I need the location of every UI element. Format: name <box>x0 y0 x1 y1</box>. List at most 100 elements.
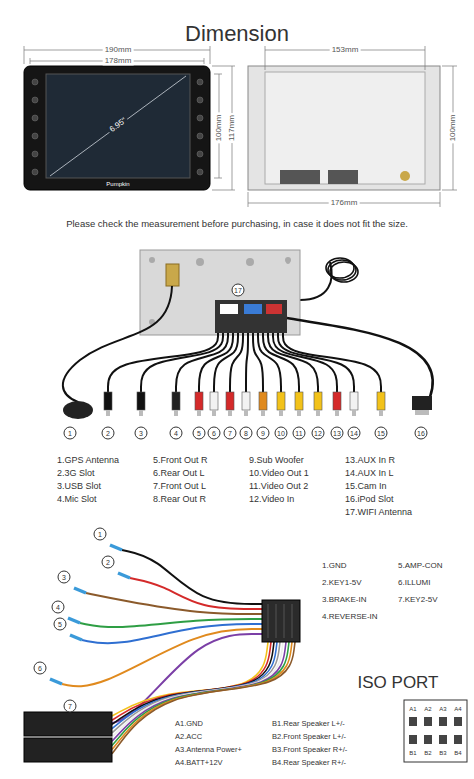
part-name: 17.WIFI Antenna <box>345 507 412 517</box>
pin-name: 4.REVERSE-IN <box>322 612 378 621</box>
callout-number: 14 <box>348 427 361 440</box>
iso-pin <box>424 717 432 726</box>
wire <box>122 550 262 604</box>
dimension: 100mm <box>448 113 457 144</box>
wire <box>112 642 286 741</box>
iso-plug <box>24 738 112 762</box>
callout-number: 2 <box>102 556 115 569</box>
head-unit-front <box>24 66 210 190</box>
plug <box>295 392 303 410</box>
port-title: ISO PORT <box>358 673 439 693</box>
pin-name: B3.Front Speaker R+/- <box>272 746 347 755</box>
wire-terminal <box>118 573 130 578</box>
callout-number: 1 <box>94 528 107 541</box>
pin-label: A1 <box>409 706 416 713</box>
part-name: 8.Rear Out R <box>153 494 206 504</box>
iso-pin <box>409 717 417 726</box>
iso-pin <box>439 717 447 726</box>
callout-number: 10 <box>275 427 288 440</box>
dimension: 117mm <box>227 113 236 143</box>
part-name: 7.Front Out L <box>153 481 206 491</box>
plug-tip <box>244 410 248 416</box>
plug-tip <box>106 410 110 416</box>
cable <box>141 333 223 392</box>
callout-number: 9 <box>257 427 270 440</box>
wire-terminal <box>74 588 86 593</box>
part-name: 15.Cam In <box>345 481 387 491</box>
chassis-panel <box>265 72 425 184</box>
callout-number: 5 <box>54 618 67 631</box>
pin-name: A2.ACC <box>175 733 202 742</box>
pin-name: A4.BATT+12V <box>175 759 223 768</box>
rear-connector <box>280 170 320 184</box>
wire <box>86 593 262 614</box>
iso-pin <box>409 735 417 744</box>
part-name: 16.iPod Slot <box>345 494 394 504</box>
dimension: 176mm <box>329 198 360 207</box>
connector-ridges <box>268 604 292 638</box>
pin-name: B2.Front Speaker L+/- <box>272 733 346 742</box>
iso-plug <box>24 712 112 736</box>
plug-tip <box>197 410 201 416</box>
plug-tip <box>212 410 216 416</box>
plug <box>137 392 145 410</box>
cable <box>230 333 243 392</box>
dimension-lines <box>248 46 457 207</box>
harness-connector <box>262 600 300 642</box>
pin-label: B4 <box>454 750 461 757</box>
wire-terminal <box>70 635 82 640</box>
brand-logo: Pumpkin <box>106 181 129 188</box>
plug-tip <box>379 410 383 416</box>
ipod-plug <box>412 396 432 410</box>
part-name: 10.Video Out 1 <box>249 468 309 478</box>
cable <box>199 333 233 392</box>
plug <box>277 392 285 410</box>
part-name: 11.Video Out 2 <box>249 481 308 491</box>
iso-pin <box>454 717 462 726</box>
wire <box>112 642 295 754</box>
wire <box>80 619 262 627</box>
gps-socket <box>166 264 179 286</box>
part-name: 1.GPS Antenna <box>57 455 119 465</box>
plug <box>333 392 341 410</box>
wire <box>112 642 268 716</box>
callout-number: 7 <box>224 427 237 440</box>
plug-tip <box>228 410 232 416</box>
pin-name: A3.Antenna Power+ <box>175 746 242 755</box>
pin-name: 1.GND <box>322 561 346 570</box>
wire <box>112 642 292 750</box>
wiring-picture <box>63 250 433 419</box>
part-name: 9.Sub Woofer <box>249 455 304 465</box>
wire-terminal <box>68 618 80 623</box>
callout-number: 3 <box>135 427 148 440</box>
plug <box>314 392 322 410</box>
plug <box>172 392 180 410</box>
pin-name: 6.ILLUMI <box>398 578 430 587</box>
front-view <box>24 46 235 190</box>
wire <box>92 634 262 724</box>
cables <box>104 333 385 416</box>
plug <box>195 392 203 410</box>
cable <box>278 333 354 392</box>
part-name: 14.AUX In L <box>345 468 394 478</box>
plug <box>104 392 112 410</box>
plug-tip <box>335 410 339 416</box>
callout-number: 7 <box>64 700 77 713</box>
callout-number: 5 <box>193 427 206 440</box>
plug-tip <box>139 410 143 416</box>
dimension: 100mm <box>214 113 223 144</box>
part-name: 13.AUX In R <box>345 455 395 465</box>
back-view <box>248 46 457 207</box>
wire-terminal <box>110 545 122 550</box>
callout-number: 6 <box>34 662 47 675</box>
diagonal-line <box>50 76 186 176</box>
wire-terminal <box>50 679 62 684</box>
pin-label: A3 <box>439 706 446 713</box>
plug <box>350 392 358 410</box>
part-name: 4.Mic Slot <box>57 494 97 504</box>
pin-label: B1 <box>409 750 416 757</box>
harness <box>24 545 467 762</box>
plug-tip <box>297 410 301 416</box>
pin-name: 5.AMP-CON <box>398 561 442 570</box>
